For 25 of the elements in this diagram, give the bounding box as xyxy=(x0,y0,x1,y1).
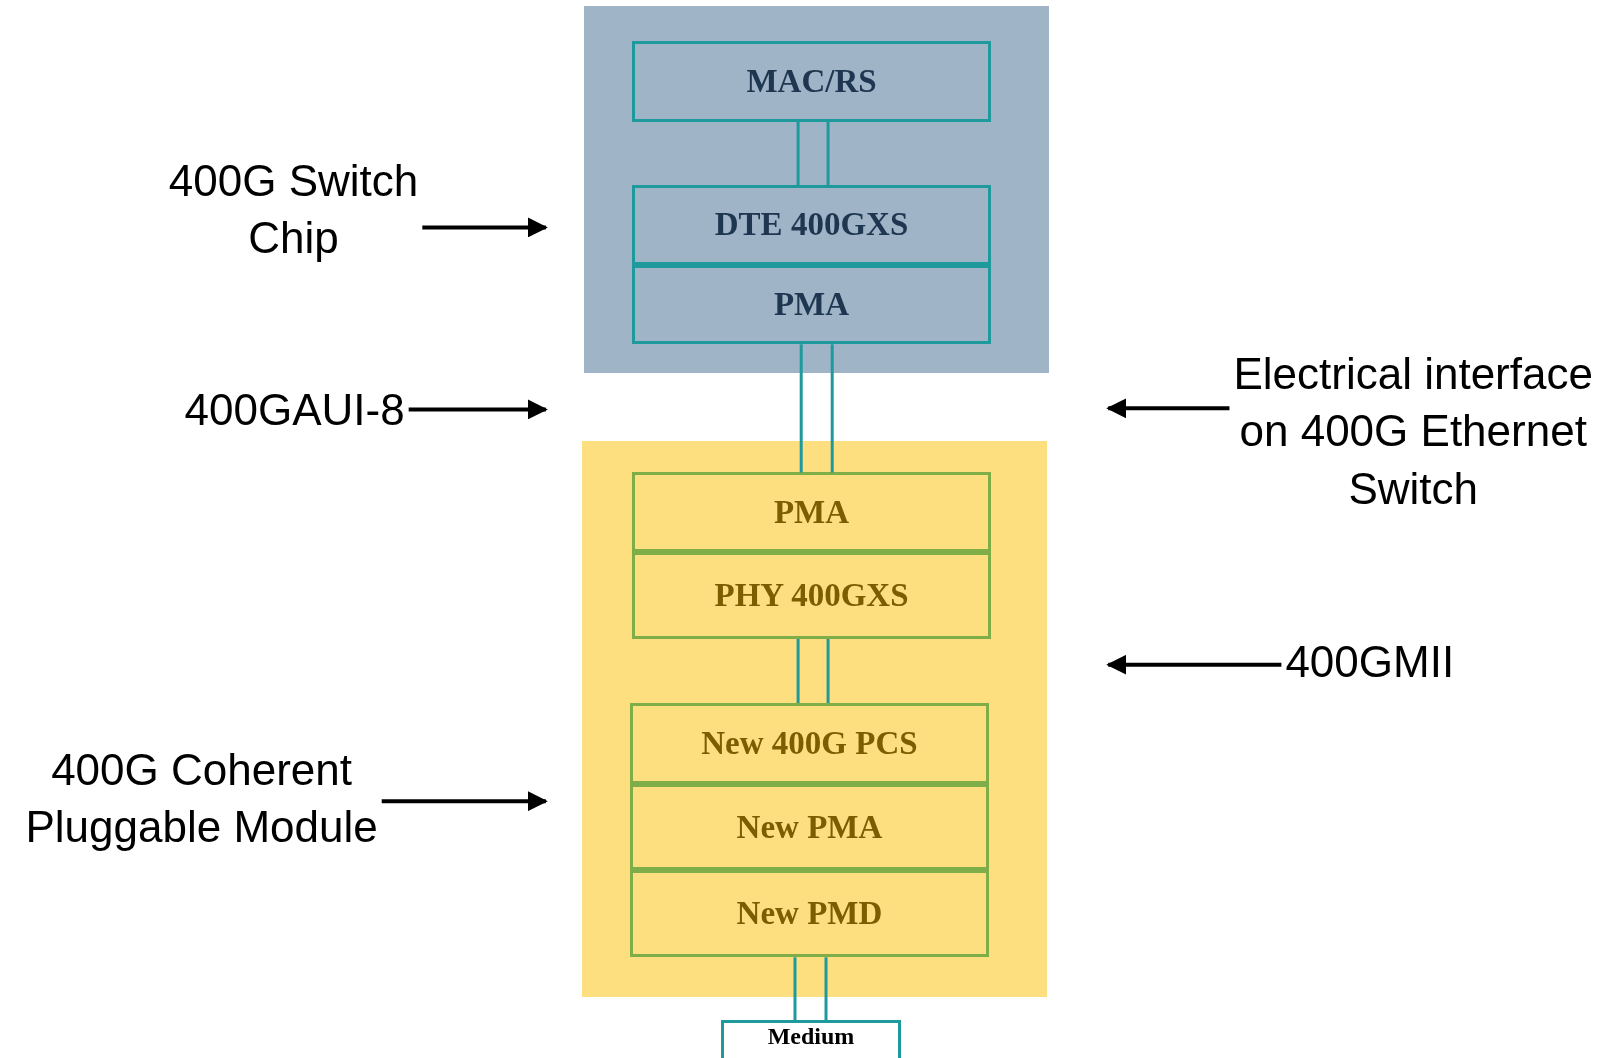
layer-box: PMA xyxy=(631,472,992,552)
arrow xyxy=(408,399,548,420)
side-label: 400G Coherent Pluggable Module xyxy=(5,736,398,861)
medium-box: Medium xyxy=(720,1020,902,1058)
side-label: 400GAUI-8 xyxy=(165,380,424,439)
layer-box: DTE 400GXS xyxy=(631,185,992,265)
layer-box: New 400G PCS xyxy=(629,702,990,784)
layer-box: PHY 400GXS xyxy=(631,552,992,639)
connector-line xyxy=(796,120,830,187)
connector-line xyxy=(796,637,830,705)
connector-line xyxy=(799,342,834,474)
layer-box: PMA xyxy=(631,264,992,345)
layer-box: MAC/RS xyxy=(631,41,992,122)
side-label: 400G Switch Chip xyxy=(155,146,433,271)
chip-panel xyxy=(584,6,1050,374)
arrow xyxy=(422,217,548,238)
arrow xyxy=(1106,398,1230,419)
side-label: 400GMII xyxy=(1214,632,1525,691)
module-panel xyxy=(582,441,1048,997)
arrow xyxy=(1106,654,1282,675)
connector-line xyxy=(793,955,828,1022)
side-label: Electrical interface on 400G Ethernet Switch xyxy=(1211,312,1615,550)
layer-box: New PMD xyxy=(629,870,990,958)
arrow xyxy=(381,791,548,812)
layer-box: New PMA xyxy=(629,783,990,871)
